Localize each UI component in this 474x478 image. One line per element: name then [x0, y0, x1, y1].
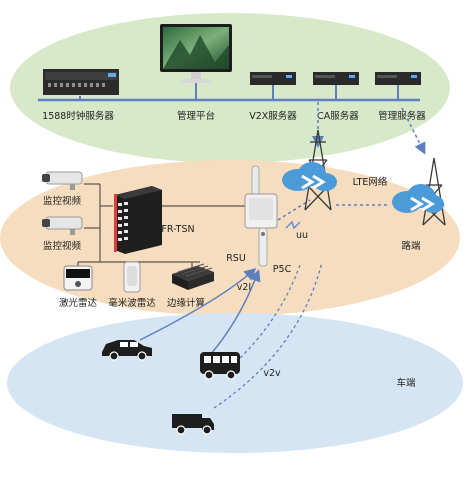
- v2x-server-label: V2X服务器: [249, 110, 297, 122]
- edge-computing-label: 边缘计算: [167, 297, 205, 309]
- camera-label-1: 监控视频: [43, 195, 82, 207]
- v2x-server-icon: [250, 72, 296, 85]
- vehicle-zone-label: 车端: [396, 377, 416, 389]
- uu-label: uu: [296, 230, 308, 241]
- lidar-label: 激光雷达: [59, 297, 98, 309]
- camera-icon-2: [42, 216, 83, 235]
- uu-signal-icon: [285, 220, 301, 230]
- rsu-icon: [244, 165, 278, 267]
- ca-server-label: CA服务器: [317, 110, 359, 122]
- platform-label: 管理平台: [177, 110, 215, 122]
- v2i-link-car: [139, 268, 257, 341]
- roadside-zone-label: 路端: [401, 240, 421, 252]
- rsu-label: RSU: [226, 253, 246, 264]
- p5c-label: P5C: [273, 264, 292, 275]
- truck-icon: [172, 414, 214, 435]
- car-icon: [102, 340, 152, 361]
- cloud-zone: [10, 13, 450, 163]
- tsn-switch-label: FR-TSN: [161, 224, 194, 235]
- clock-server-icon: [43, 69, 119, 95]
- uu-link: [277, 199, 311, 221]
- bus-to-tower2-link: [401, 107, 426, 155]
- cloud-icon-1: [282, 162, 337, 191]
- v2v-label: v2v: [263, 368, 281, 379]
- edge-computing-icon: [172, 263, 214, 290]
- v2i-label: v2I: [237, 282, 251, 293]
- vehicle-zone: [7, 313, 463, 453]
- mmwave-radar-icon: [123, 261, 141, 293]
- mmwave-radar-label: 毫米波雷达: [108, 297, 156, 309]
- v2i-link-bus: [209, 269, 261, 356]
- ca-server-icon: [313, 72, 359, 85]
- clock-server-label: 1588时钟服务器: [42, 110, 114, 122]
- mgmt-server-label: 管理服务器: [378, 110, 426, 122]
- v2v-link-1: [235, 264, 301, 363]
- mgmt-server-icon: [375, 72, 421, 85]
- v2v-link-2: [213, 261, 323, 409]
- tsn-switch-icon: [114, 186, 162, 254]
- bus-icon: [200, 352, 240, 380]
- lidar-icon: [63, 265, 93, 291]
- camera-label-2: 监控视频: [43, 240, 82, 252]
- cloud-icon-2: [392, 184, 444, 213]
- camera-icon-1: [42, 171, 83, 190]
- platform-monitor-icon: [160, 24, 232, 83]
- lte-network-label: LTE网络: [353, 176, 388, 188]
